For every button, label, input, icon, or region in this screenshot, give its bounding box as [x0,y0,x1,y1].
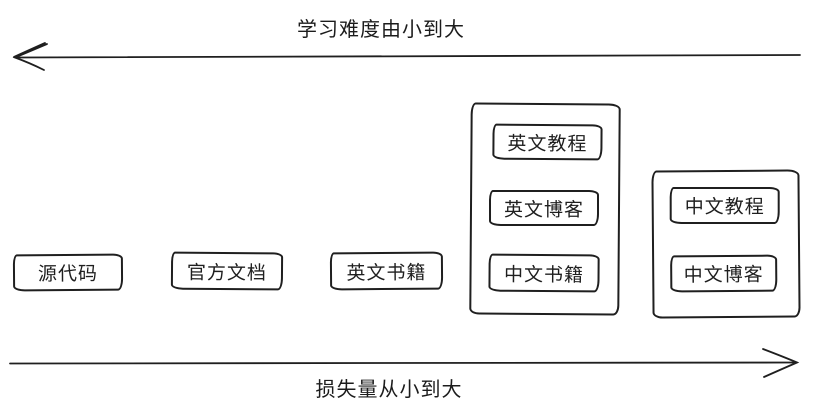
group-english-advanced: 英文教程 英文博客 中文书籍 [469,102,621,316]
box-label: 中文书籍 [503,264,585,286]
difficulty-arrow-left [12,42,801,71]
box-source-code: 源代码 [12,253,124,292]
box-label: 官方文档 [186,262,268,284]
group-chinese: 中文教程 中文博客 [651,169,801,319]
top-axis-label: 学习难度由小到大 [297,19,465,41]
box-label: 中文博客 [683,264,764,287]
box-chinese-books: 中文书籍 [488,253,600,293]
box-label: 英文教程 [507,133,588,155]
box-english-books: 英文书籍 [329,251,444,291]
box-english-tutorials: 英文教程 [492,123,603,161]
bottom-axis-label: 损失量从小到大 [315,379,463,401]
box-label: 源代码 [37,263,99,286]
box-official-docs: 官方文档 [170,251,284,291]
box-label: 英文书籍 [346,262,427,284]
box-label: 英文博客 [503,199,585,221]
box-chinese-tutorials: 中文教程 [669,186,780,225]
box-label: 中文教程 [684,196,765,219]
box-chinese-blogs: 中文博客 [670,254,778,293]
box-english-blogs: 英文博客 [488,189,600,227]
